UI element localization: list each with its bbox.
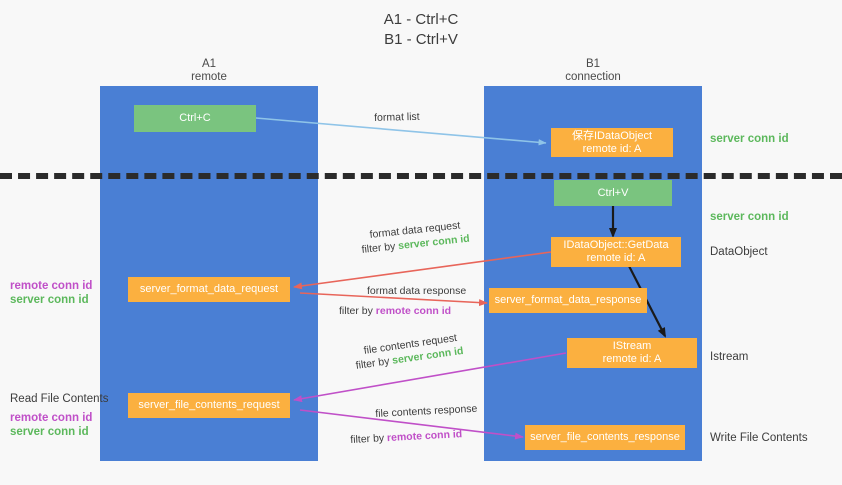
filter-prefix: filter by: [339, 305, 376, 317]
label-dataobject: DataObject: [710, 246, 768, 258]
box-idataobject-getdata[interactable]: IDataObject::GetData remote id: A: [551, 237, 681, 267]
label-istream: Istream: [710, 351, 749, 363]
arrow-getdata-to-istream: [628, 265, 666, 338]
box-idataobject[interactable]: 保存IDataObject remote id: A: [551, 128, 673, 157]
box-server-file-contents-request[interactable]: server_file_contents_request: [128, 393, 290, 418]
arrow-format-data-response: [299, 292, 488, 307]
box-ctrl-c[interactable]: Ctrl+C: [134, 105, 256, 132]
label-read-file-contents: Read File Contents: [10, 393, 109, 405]
filter-key-remote-conn-id: remote conn id: [375, 305, 452, 317]
section-divider: [0, 173, 842, 179]
label-server-conn-id-top: server conn id: [710, 133, 789, 145]
box-ctrl-v[interactable]: Ctrl+V: [554, 180, 672, 206]
filter-key-remote-conn-id: remote conn id: [386, 428, 463, 445]
label-write-file-contents: Write File Contents: [710, 432, 808, 444]
column-header-b1: B1 connection: [565, 58, 621, 83]
filter-prefix: filter by: [350, 432, 388, 446]
label-server-conn-id-1: server conn id: [10, 294, 89, 306]
label-remote-conn-id-2: remote conn id: [10, 412, 93, 424]
arrow-label-format-data-response-filter: filter by remote conn id: [339, 305, 451, 318]
arrow-label-format-list: format list: [374, 110, 420, 124]
box-server-format-data-request[interactable]: server_format_data_request: [128, 277, 290, 302]
column-header-a1: A1 remote: [191, 58, 227, 83]
label-server-conn-id-mid: server conn id: [710, 211, 789, 223]
page-title: A1 - Ctrl+C B1 - Ctrl+V: [383, 11, 459, 48]
arrow-file-contents-request: [293, 352, 567, 403]
arrow-file-contents-response: [299, 409, 524, 440]
box-server-format-data-response[interactable]: server_format_data_response: [489, 288, 647, 313]
filter-prefix: filter by: [361, 240, 399, 256]
label-server-conn-id-2: server conn id: [10, 426, 89, 438]
label-remote-conn-id-1: remote conn id: [10, 280, 93, 292]
arrow-format-data-request: [293, 251, 552, 290]
arrow-format-list: [255, 117, 547, 146]
box-server-file-contents-response[interactable]: server_file_contents_response: [525, 425, 685, 450]
box-istream[interactable]: IStream remote id: A: [567, 338, 697, 368]
arrow-label-format-data-response: format data response: [367, 285, 467, 297]
